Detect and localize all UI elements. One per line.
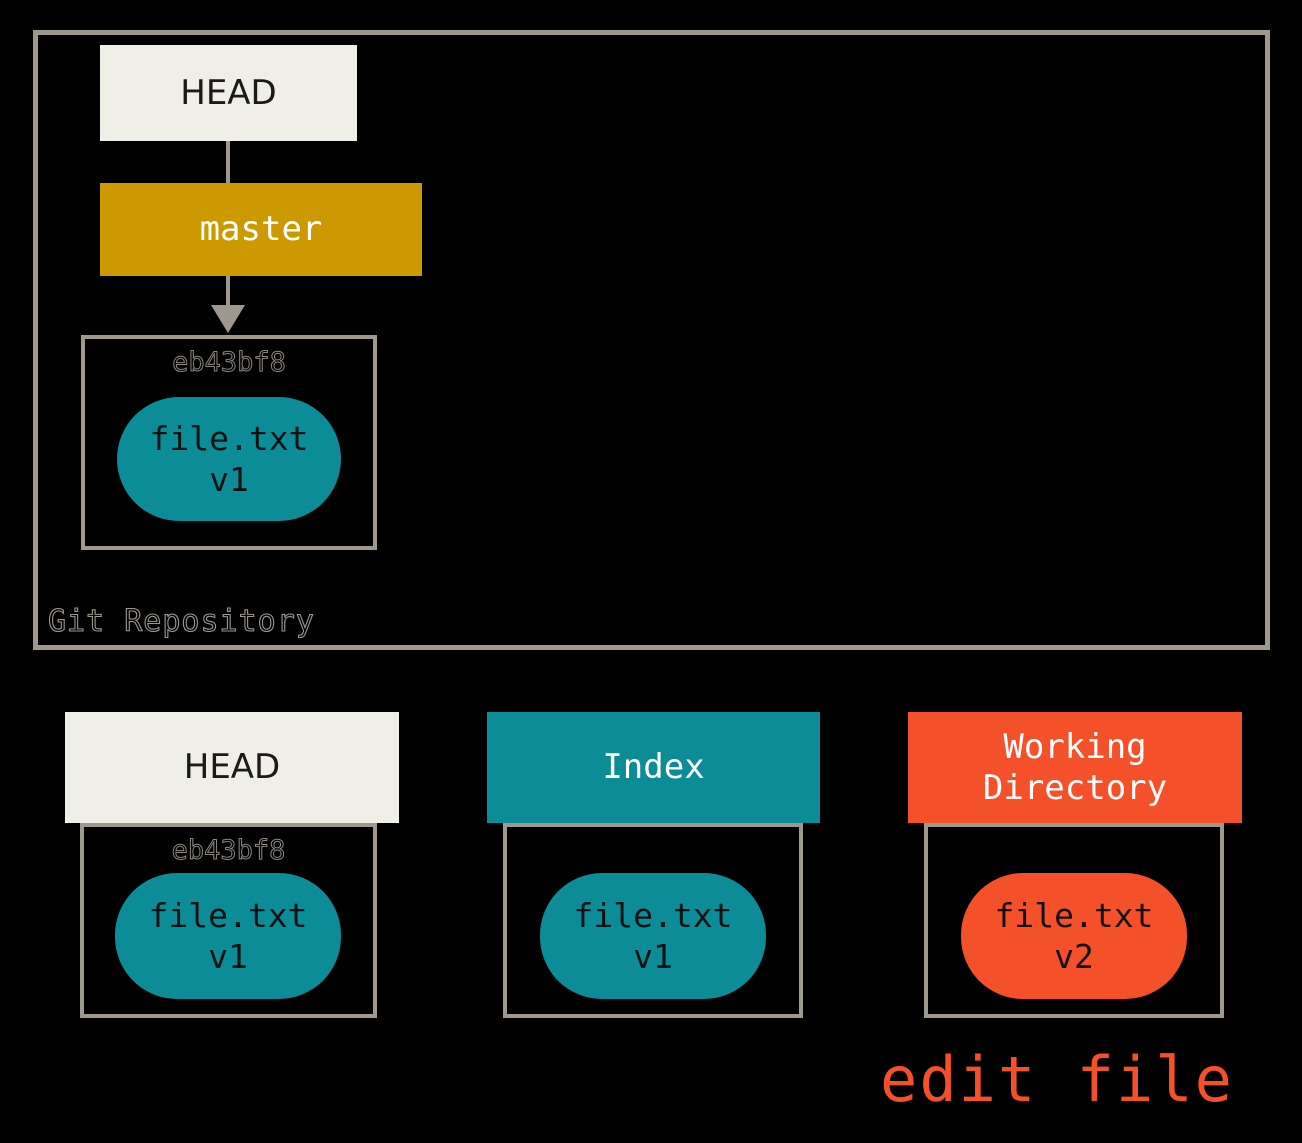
working-directory-area-blob[interactable]: file.txt v2 <box>961 873 1187 999</box>
working-directory-area-header-label: Working Directory <box>982 727 1168 808</box>
connector-head-to-master <box>226 141 230 183</box>
index-area-blob-label: file.txt v1 <box>573 895 733 976</box>
index-area-header[interactable]: Index <box>487 712 820 823</box>
repo-commit-blob[interactable]: file.txt v1 <box>117 397 341 521</box>
head-area-header[interactable]: HEAD <box>65 712 399 823</box>
head-area-blob-label: file.txt v1 <box>148 895 308 976</box>
working-directory-area-blob-label: file.txt v2 <box>994 895 1154 976</box>
head-area-header-label: HEAD <box>183 747 281 788</box>
repo-master-label: master <box>199 209 323 250</box>
head-area-container[interactable]: eb43bf8 <box>80 823 377 1018</box>
repo-commit-blob-label: file.txt v1 <box>149 418 309 499</box>
arrowhead-master-to-commit <box>211 305 245 333</box>
repo-head-label: HEAD <box>180 72 277 113</box>
connector-master-to-commit <box>226 276 230 312</box>
head-area-hash: eb43bf8 <box>171 835 286 867</box>
git-repository-label: Git Repository <box>47 603 315 639</box>
repo-commit-box[interactable]: eb43bf8 <box>81 335 377 550</box>
head-area-blob[interactable]: file.txt v1 <box>115 873 341 999</box>
working-directory-area-container[interactable] <box>924 823 1224 1018</box>
index-area-blob[interactable]: file.txt v1 <box>540 873 766 999</box>
repo-head-box[interactable]: HEAD <box>100 45 357 141</box>
repo-master-branch-box[interactable]: master <box>100 183 422 276</box>
index-area-container[interactable] <box>503 823 803 1018</box>
index-area-header-label: Index <box>602 747 705 788</box>
working-directory-area-header[interactable]: Working Directory <box>908 712 1242 823</box>
git-repository-frame <box>33 30 1270 650</box>
repo-commit-hash: eb43bf8 <box>172 347 287 379</box>
edit-file-caption: edit file <box>880 1043 1234 1116</box>
